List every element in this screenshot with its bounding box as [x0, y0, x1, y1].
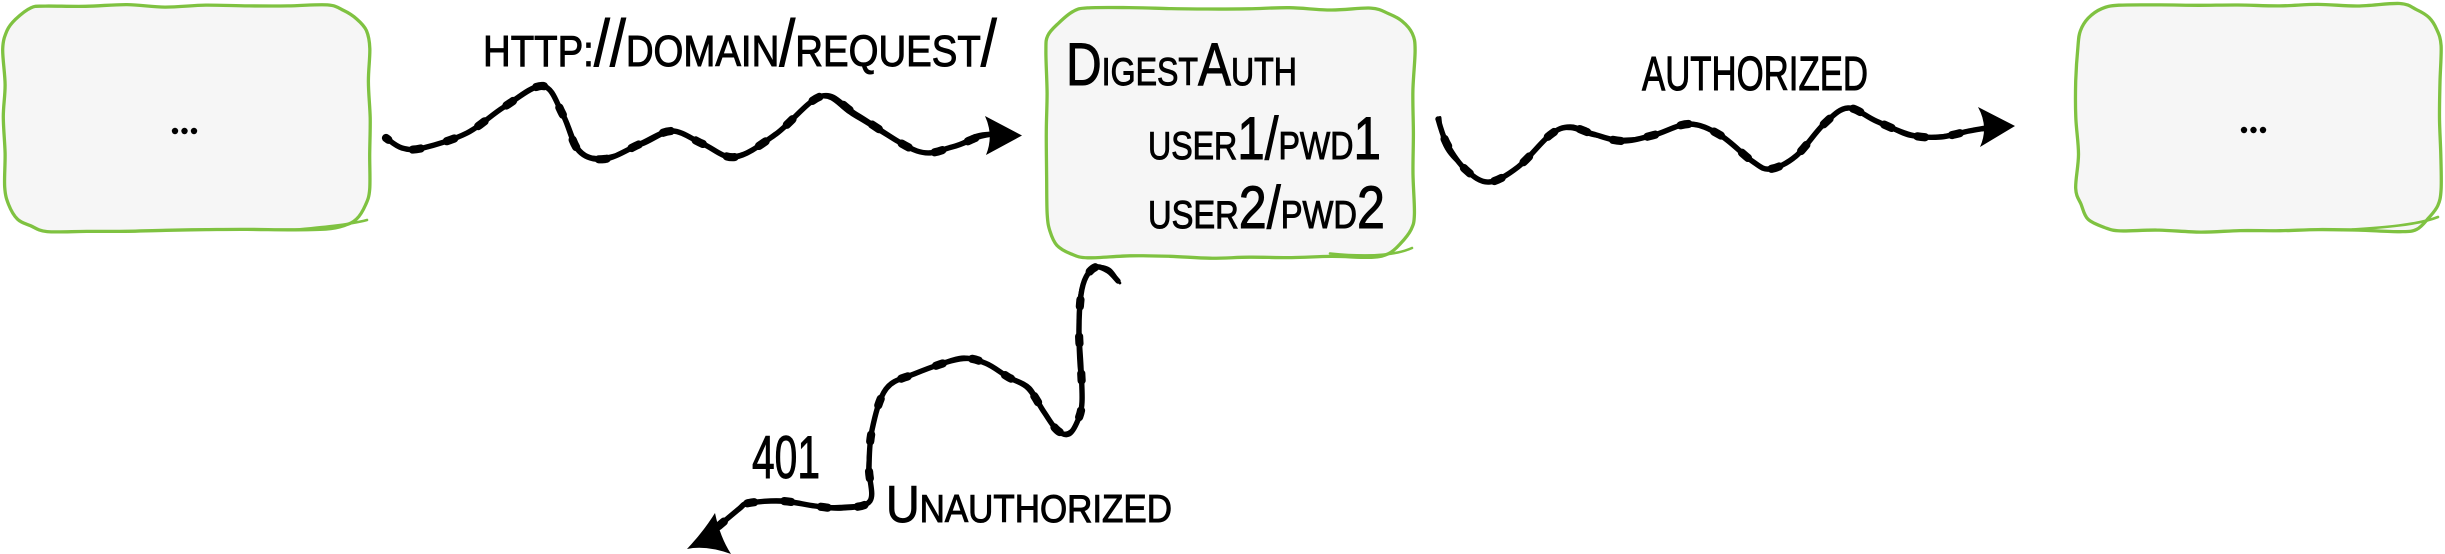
svg-text:AUTHORIZED: AUTHORIZED	[1642, 46, 1868, 100]
svg-text:DIGESTAUTH: DIGESTAUTH	[1066, 30, 1297, 98]
svg-text:HTTP://DOMAIN/REQUEST/: HTTP://DOMAIN/REQUEST/	[483, 7, 997, 81]
svg-text:401: 401	[752, 424, 820, 491]
svg-text:USER1/PWD1: USER1/PWD1	[1148, 104, 1381, 172]
svg-text:USER2/PWD2: USER2/PWD2	[1148, 174, 1385, 241]
svg-text:UNAUTHORIZED: UNAUTHORIZED	[886, 476, 1172, 534]
